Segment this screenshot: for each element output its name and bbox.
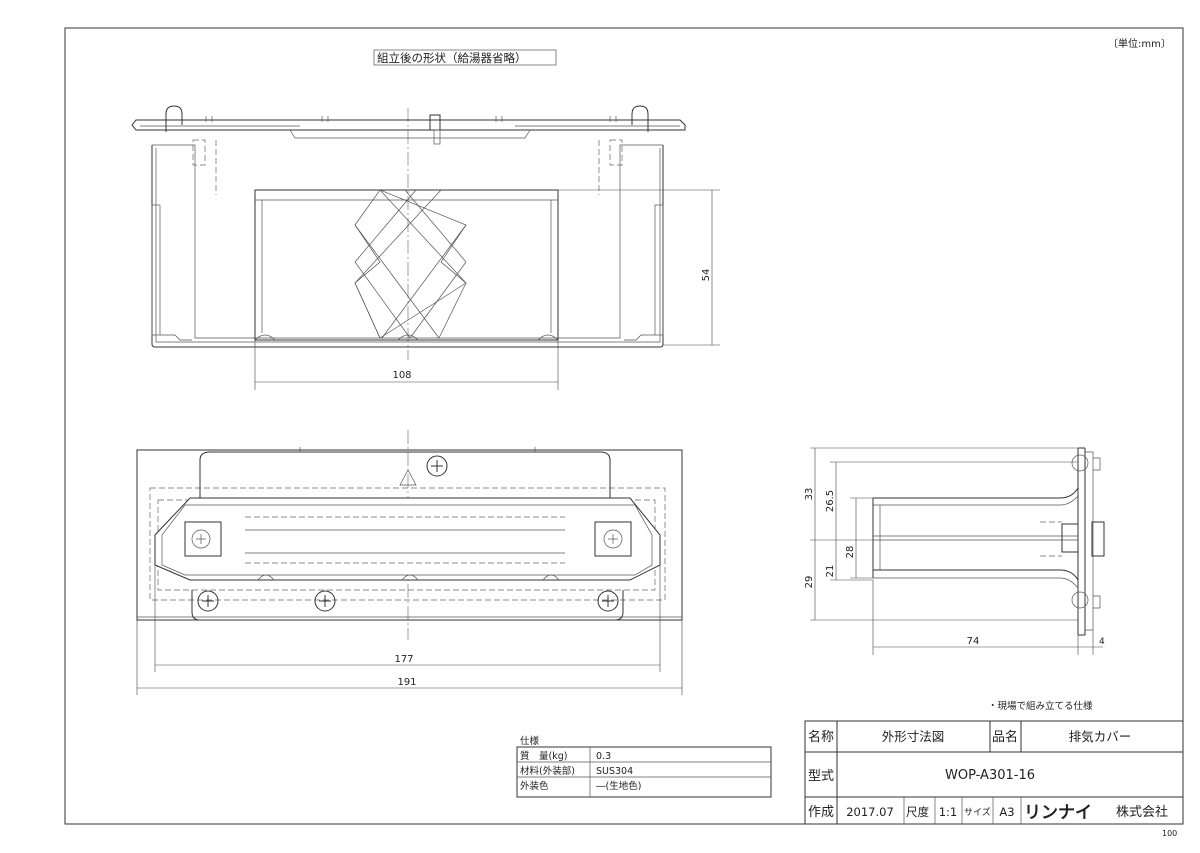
- dim-top-outer-width: 191: [397, 677, 416, 688]
- dim-side-total-bottom: 29: [804, 576, 815, 589]
- spec-row-label: 質 量(kg): [520, 750, 567, 762]
- dim-side-depth: 74: [967, 636, 980, 647]
- title-block: 名称 外形寸法図 品名 排気カバー 型式 WOP-A301-16 作成 2017…: [804, 720, 1184, 825]
- top-view: 177 191: [136, 430, 683, 695]
- scale-value: 1:1: [939, 805, 958, 819]
- spec-row-value: 0.3: [596, 751, 611, 762]
- name-value: 外形寸法図: [882, 729, 945, 744]
- screw-icon: [197, 590, 219, 612]
- left-hook: [165, 105, 183, 132]
- screw-icon: [426, 455, 448, 477]
- unit-note: 〔単位:mm〕: [1108, 37, 1171, 50]
- side-view: 33 29 26.5 21 28 74 4: [804, 447, 1105, 655]
- dim-front-height: 54: [701, 269, 712, 282]
- dim-top-inner-width: 177: [394, 654, 413, 665]
- dim-side-total-top: 33: [804, 488, 815, 501]
- warning-triangle-icon: [399, 469, 417, 486]
- screw-icon: [314, 590, 336, 612]
- model-label: 型式: [808, 769, 834, 784]
- made-label: 作成: [808, 805, 834, 820]
- spec-row-label: 外装色: [520, 780, 549, 792]
- scale-label: 尺度: [906, 805, 929, 819]
- spec-table: 仕様 質 量(kg) 0.3 材料(外装部) SUS304 外装色 ―(生地色): [516, 735, 772, 798]
- dim-side-mid: 28: [845, 546, 856, 559]
- front-inner-box: [254, 189, 559, 341]
- size-value: A3: [999, 805, 1014, 819]
- right-hook: [631, 105, 649, 132]
- top-plate: [131, 119, 686, 131]
- model-value: WOP-A301-16: [945, 768, 1035, 783]
- top-inner-plate: [154, 497, 661, 581]
- drawing-frame: [64, 27, 1184, 825]
- product-label: 品名: [992, 729, 1018, 745]
- dim-side-flange: 4: [1099, 637, 1105, 647]
- spec-row-value: SUS304: [596, 766, 633, 777]
- caption-box: [373, 49, 557, 66]
- size-label: サイズ: [964, 806, 991, 818]
- spec-row-value: ―(生地色): [596, 780, 641, 792]
- dim-side-lower: 21: [825, 565, 836, 578]
- name-label: 名称: [808, 729, 834, 745]
- dim-side-top: 26.5: [825, 490, 836, 512]
- front-view: 54 108: [131, 105, 720, 390]
- lattice-pattern: [354, 189, 467, 339]
- dim-front-width: 108: [392, 370, 411, 381]
- spec-row-label: 材料(外装部): [520, 765, 575, 777]
- screw-icon: [597, 590, 619, 612]
- corner-number: 100: [1162, 829, 1177, 838]
- company-name: 株式会社: [1116, 804, 1168, 820]
- brand-logo: リンナイ: [1024, 803, 1092, 823]
- product-value: 排気カバー: [1069, 729, 1132, 744]
- made-value: 2017.07: [846, 805, 894, 819]
- view-caption: 組立後の形状（給湯器省略）: [377, 51, 527, 65]
- site-assembly-note: ・現場で組み立てる仕様: [988, 700, 1093, 712]
- spec-heading: 仕様: [520, 735, 540, 747]
